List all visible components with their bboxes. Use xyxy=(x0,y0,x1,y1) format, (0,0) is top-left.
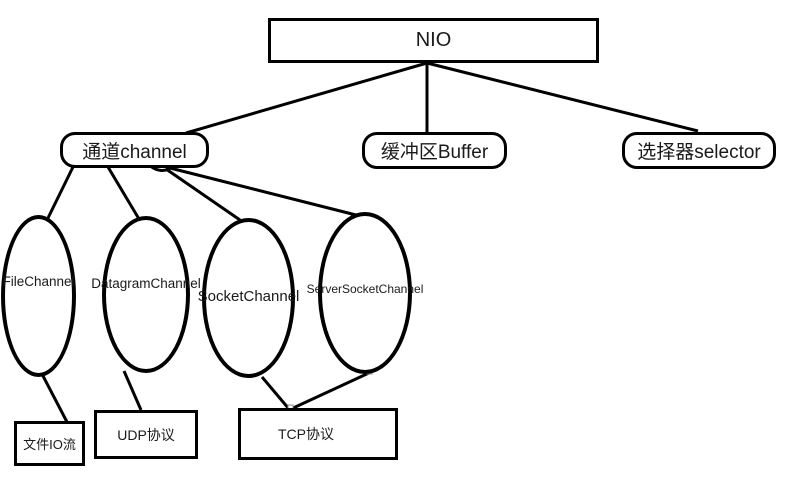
node-tcp[interactable]: TCP协议 xyxy=(238,408,398,460)
node-selector-label: 选择器selector xyxy=(637,142,761,163)
node-channel[interactable]: 通道channel xyxy=(60,132,209,168)
node-tcp-label: TCP协议 xyxy=(278,426,334,442)
node-socket-channel-label: SocketChannel xyxy=(197,287,300,305)
node-channel-label: 通道channel xyxy=(82,141,187,163)
node-file-io[interactable]: 文件IO流 xyxy=(14,421,85,466)
edge-channel-socketchannel xyxy=(165,167,241,222)
node-buffer[interactable]: 缓冲区Buffer xyxy=(362,132,507,169)
node-datagram-channel-label: DatagramChannel xyxy=(91,276,201,291)
edge-socketchannel-tcp xyxy=(260,376,291,410)
node-file-io-label: 文件IO流 xyxy=(23,437,76,452)
edge-nio-selector xyxy=(426,61,699,133)
node-server-socket-channel[interactable]: ServerSocketChannel xyxy=(307,212,423,374)
edge-channel-datagramchannel xyxy=(106,166,141,220)
node-file-channel[interactable]: FileChannel xyxy=(1,215,76,377)
node-buffer-label: 缓冲区Buffer xyxy=(380,142,489,163)
edge-nio-channel xyxy=(185,61,428,135)
node-udp-label: UDP协议 xyxy=(117,426,175,443)
node-file-channel-label: FileChannel xyxy=(2,273,75,289)
node-nio-label: NIO xyxy=(415,29,452,51)
edge-filechannel-fileio xyxy=(40,373,69,423)
node-datagram-channel[interactable]: DatagramChannel xyxy=(91,216,201,373)
edge-channel-filechannel xyxy=(46,166,75,219)
edge-channel-serversocketchannel xyxy=(165,165,357,217)
node-socket-channel[interactable]: SocketChannel xyxy=(198,218,299,378)
node-udp[interactable]: UDP协议 xyxy=(94,410,198,459)
node-selector[interactable]: 选择器selector xyxy=(622,132,776,169)
node-nio[interactable]: NIO xyxy=(268,18,599,63)
node-server-socket-channel-label: ServerSocketChannel xyxy=(306,282,424,296)
edge-serversocketchannel-tcp xyxy=(290,370,372,411)
edge-datagramchannel-udp xyxy=(122,370,143,411)
